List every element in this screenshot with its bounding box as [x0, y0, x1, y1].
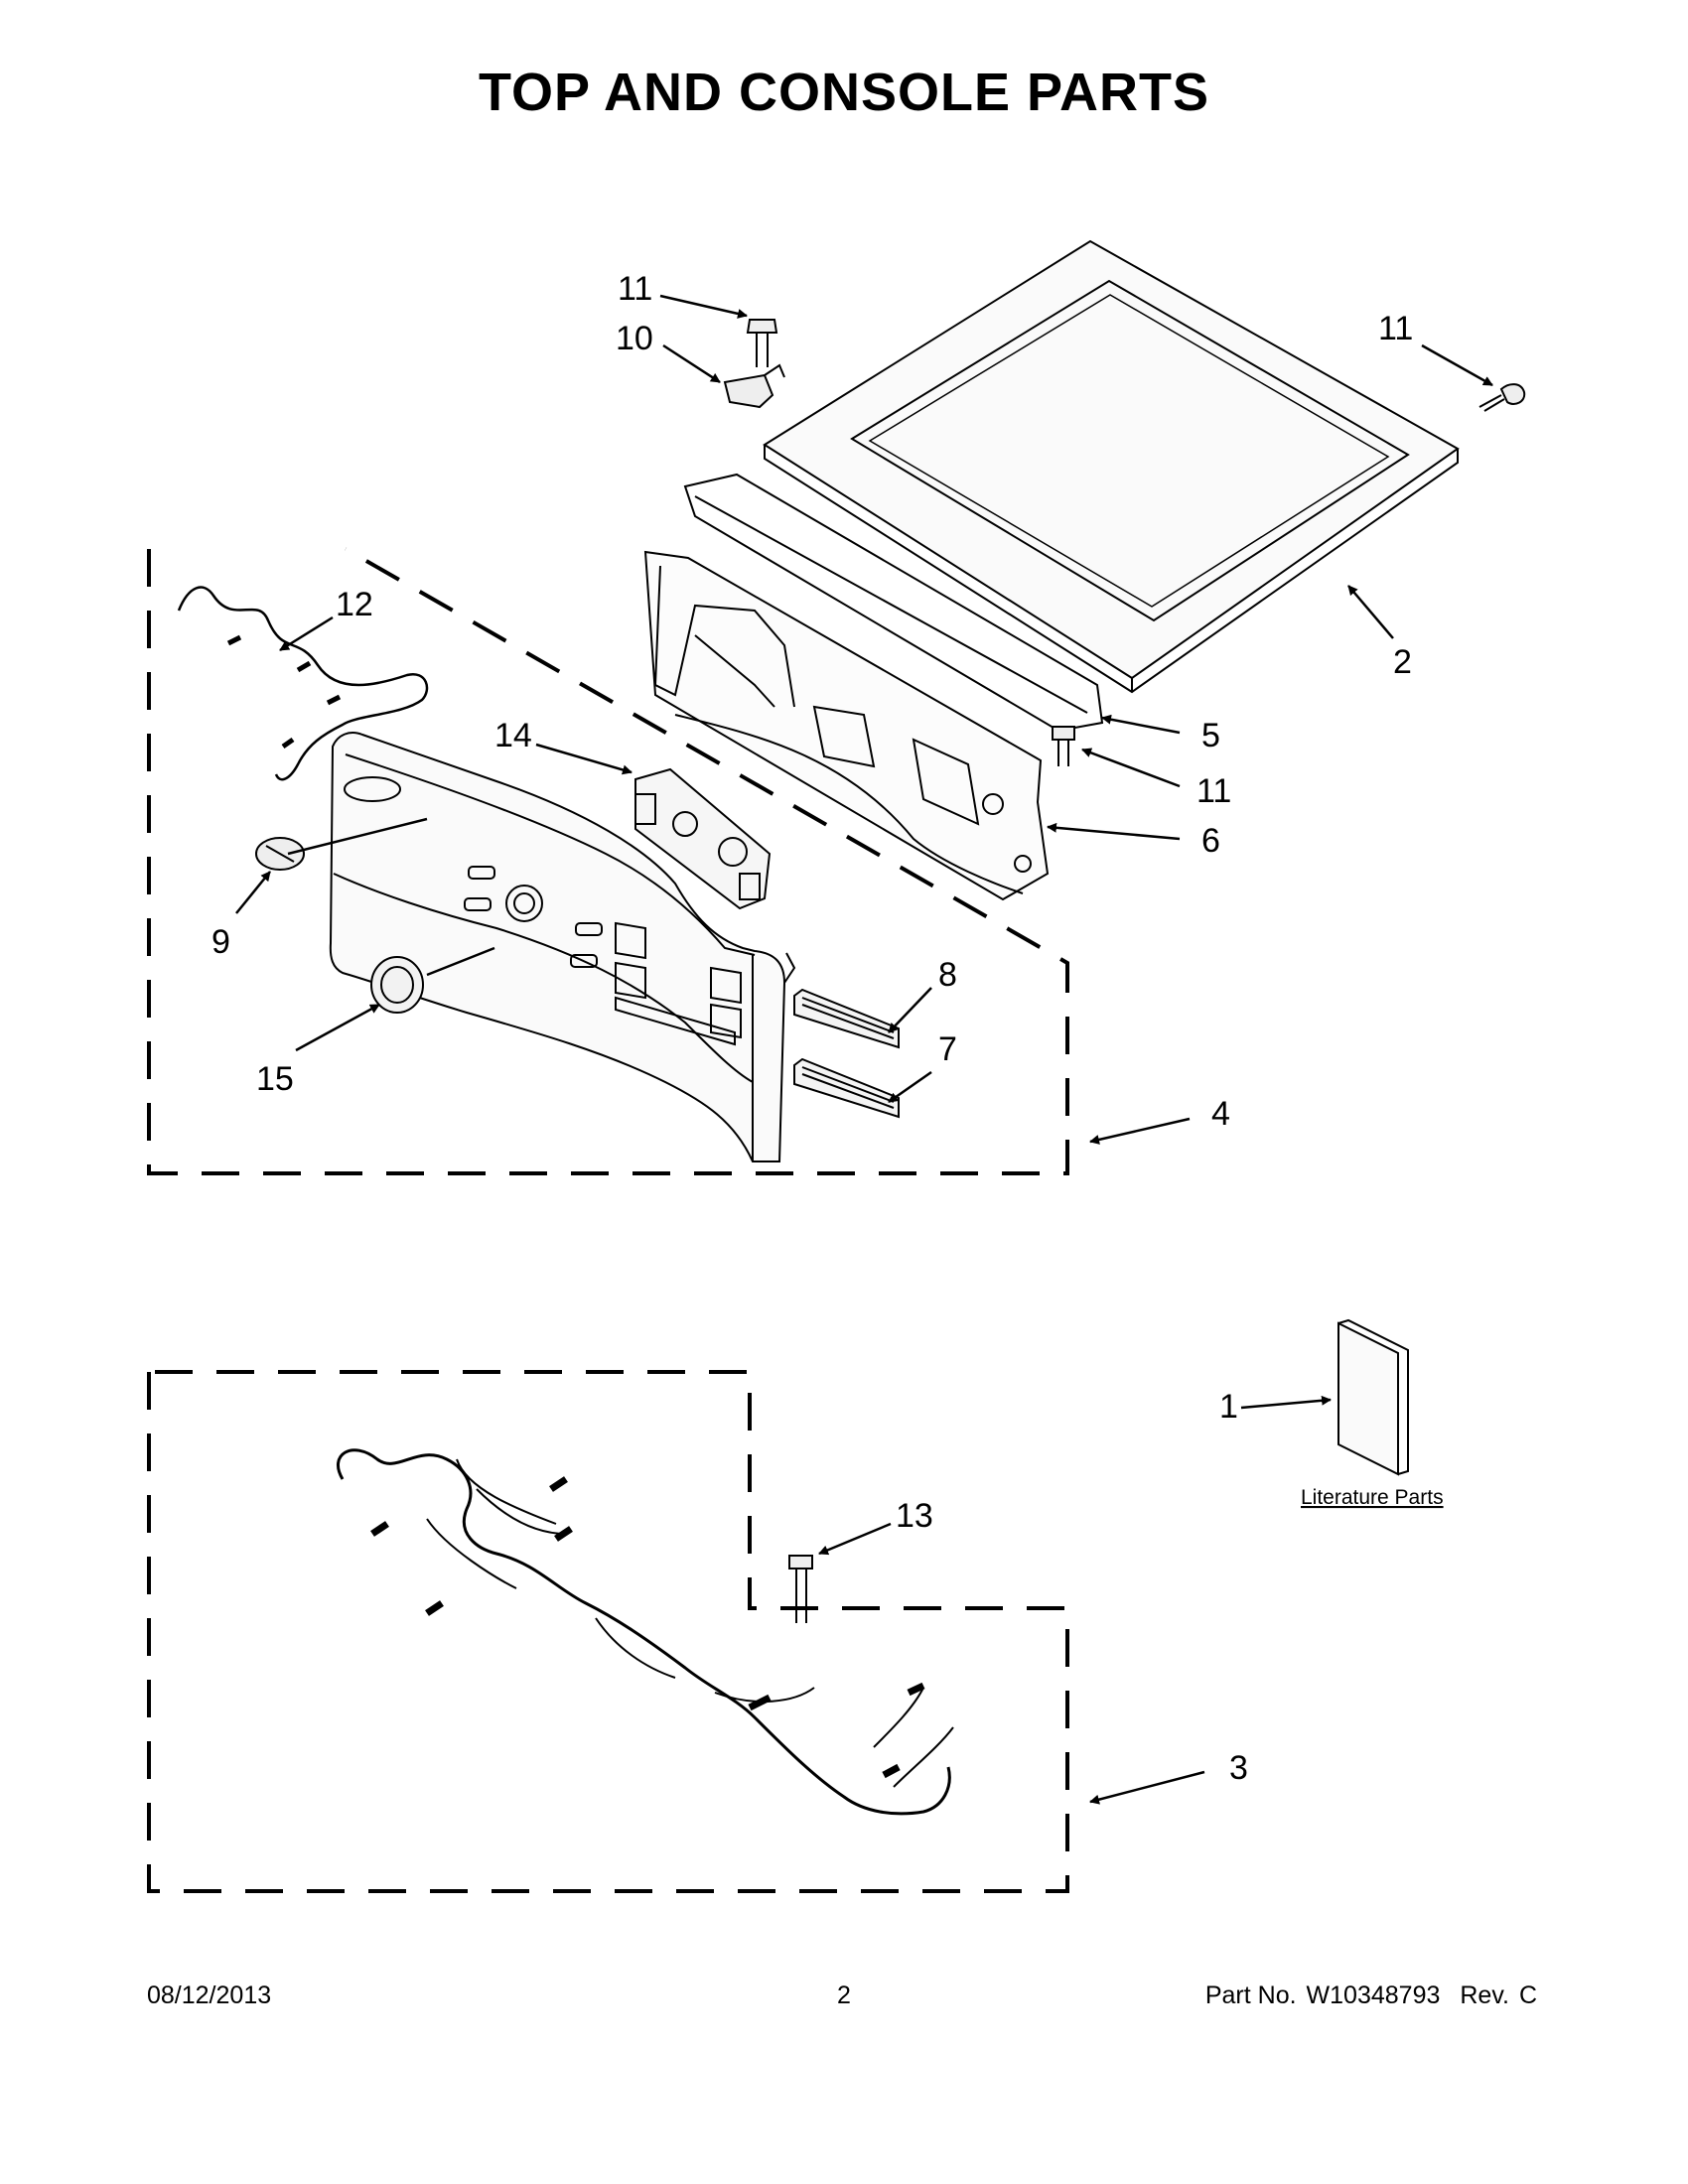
screw-13 — [788, 1555, 813, 1623]
callout-11-top: 11 — [618, 270, 652, 308]
light-pipe-9 — [255, 837, 305, 871]
part-number: W10348793 — [1306, 1981, 1441, 2009]
callout-1: 1 — [1219, 1388, 1238, 1426]
main-wire-harness — [336, 1448, 951, 1816]
callout-13: 13 — [896, 1497, 933, 1535]
console-bracket — [643, 473, 1104, 901]
screw-11-top — [746, 319, 778, 367]
callout-2: 2 — [1393, 643, 1412, 681]
harness-branches — [426, 1458, 954, 1788]
callout-8: 8 — [938, 956, 957, 994]
callout-11-bracket: 11 — [1196, 772, 1231, 810]
harness-connectors — [226, 634, 342, 750]
screw-11-right — [1478, 383, 1526, 412]
footer-date: 08/12/2013 — [147, 1981, 272, 2009]
knob-15 — [370, 956, 424, 1014]
ribbon-cable-8 — [793, 988, 900, 1049]
page-title: TOP AND CONSOLE PARTS — [478, 63, 1210, 122]
literature-parts-label: Literature Parts — [1301, 1486, 1444, 1509]
rev-label: Rev. — [1460, 1981, 1509, 2009]
part-label: Part No. — [1204, 1981, 1297, 2009]
footer-part-number: Part No. W10348793 Rev. C — [1205, 1981, 1537, 2010]
leader-arrows — [235, 294, 1493, 1805]
wire-harness-boundary — [147, 1370, 1069, 1893]
top-panel — [763, 239, 1460, 694]
callout-14: 14 — [494, 717, 532, 754]
footer-page-number: 2 — [837, 1981, 851, 2009]
callout-15: 15 — [256, 1060, 294, 1098]
user-interface-board-14 — [634, 767, 772, 910]
console-assembly-boundary — [147, 547, 1069, 1175]
callout-7: 7 — [938, 1030, 957, 1068]
console-panel — [329, 732, 796, 1162]
clip-10 — [723, 363, 785, 409]
harness-terminals — [370, 1476, 925, 1779]
callout-5: 5 — [1201, 717, 1220, 754]
callout-4: 4 — [1211, 1095, 1230, 1133]
callout-11-right: 11 — [1378, 310, 1413, 347]
callout-9: 9 — [211, 923, 230, 961]
callout-12: 12 — [336, 586, 373, 623]
literature-booklet-1 — [1337, 1318, 1409, 1476]
callout-10: 10 — [616, 320, 653, 357]
rev-value: C — [1518, 1981, 1537, 2009]
callout-6: 6 — [1201, 822, 1220, 860]
callout-3: 3 — [1229, 1749, 1248, 1787]
console-wire-harness — [177, 586, 429, 781]
screw-11-bracket — [1052, 726, 1075, 766]
ribbon-cable-7 — [793, 1057, 900, 1119]
